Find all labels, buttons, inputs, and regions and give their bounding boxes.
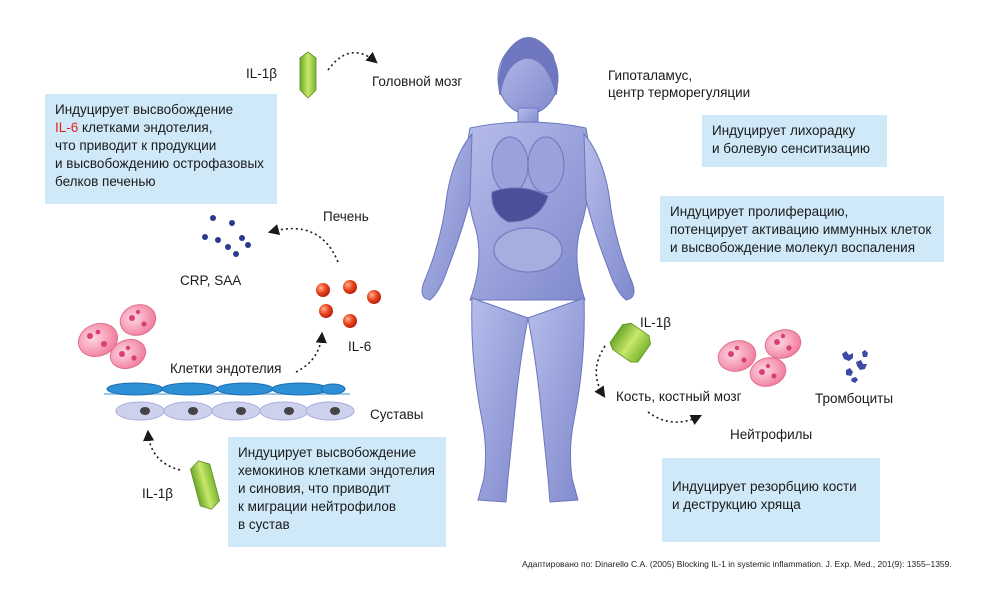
proliferation-line3: и высвобождение молекул воспаления — [670, 240, 916, 255]
endothelium-il6-line5: белков печенью — [55, 174, 156, 189]
synovial-cell-layer — [115, 401, 355, 421]
proliferation-line2: потенцирует активацию иммунных клеток — [670, 222, 932, 237]
fever-line1: Индуцирует лихорадку — [712, 123, 856, 138]
bone-line1: Индуцирует резорбцию кости — [672, 479, 857, 494]
endothelial-cell-layer — [104, 382, 350, 396]
brain-label: Головной мозг — [372, 74, 463, 89]
endothelium-il6-line3: что приводит к продукции — [55, 138, 217, 153]
endothelium-il6-line1: Индуцирует высвобождение — [55, 102, 234, 117]
proliferation-box: Индуцирует пролиферацию, потенцирует акт… — [660, 196, 944, 262]
chemokines-box: Индуцирует высвобождение хемокинов клетк… — [228, 437, 446, 547]
chemokines-line2: хемокинов клетками эндотелия — [238, 463, 435, 478]
crp-saa-label: CRP, SAA — [180, 273, 242, 288]
arrow-endothelium-to-il6 — [295, 331, 327, 373]
il1b-crystal-icon — [609, 322, 651, 363]
endothelium-il6-box: Индуцирует высвобождение IL-6 клетками э… — [45, 94, 277, 204]
il6-highlight: IL-6 — [55, 120, 79, 135]
il6-particles — [316, 280, 381, 328]
bone-box: Индуцирует резорбцию кости и деструкцию … — [662, 458, 880, 542]
il1b-label-right: IL-1β — [640, 315, 672, 330]
neutrophils-label: Нейтрофилы — [730, 427, 813, 442]
il6-label: IL-6 — [348, 339, 372, 354]
endothelium-il6-line2: IL-6 клетками эндотелия, — [55, 119, 267, 137]
hypothalamus-label: Гипоталамус, центр терморегуляции — [608, 67, 750, 101]
chemokines-line5: в сустав — [238, 517, 290, 532]
il1b-label-top: IL-1β — [246, 66, 278, 81]
fever-line2: и болевую сенситизацию — [712, 141, 870, 156]
crp-saa-molecules — [202, 215, 251, 257]
arrow-il1b-to-bone — [594, 345, 606, 398]
il1b-crystal-icon — [189, 460, 221, 510]
chemokines-line4: к миграции нейтрофилов — [238, 499, 397, 514]
endothelium-il6-line2-rest: клетками эндотелия, — [78, 120, 213, 135]
hypothalamus-label-line1: Гипоталамус, — [608, 68, 693, 83]
platelet-cells — [842, 350, 868, 383]
chemokines-line3: и синовия, что приводит — [238, 481, 391, 496]
bone-marrow-label: Кость, костный мозг — [616, 389, 742, 404]
endothelial-cells-label: Клетки эндотелия — [170, 361, 282, 376]
il1b-crystal-icon — [299, 51, 317, 99]
hypothalamus-label-line2: центр терморегуляции — [608, 85, 751, 100]
arrow-il1b-to-joints — [143, 429, 181, 471]
neutrophil-cells-left — [77, 304, 157, 370]
joints-label: Суставы — [370, 407, 424, 422]
chemokines-line1: Индуцирует высвобождение — [238, 445, 417, 460]
proliferation-line1: Индуцирует пролиферацию, — [670, 204, 849, 219]
il1b-label-bottom-left: IL-1β — [142, 486, 174, 501]
fever-box: Индуцирует лихорадку и болевую сенситиза… — [702, 115, 887, 167]
arrow-liver-to-crp — [267, 224, 339, 263]
endothelium-il6-line4: и высвобождению острофазовых — [55, 156, 264, 171]
human-body-figure — [421, 37, 635, 503]
platelets-label: Тромбоциты — [815, 391, 894, 406]
bone-line2: и деструкцию хряща — [672, 497, 801, 512]
liver-label: Печень — [323, 209, 369, 224]
arrow-to-brain — [327, 51, 378, 71]
source-credit: Адаптировано по: Dinarello C.A. (2005) B… — [522, 559, 952, 569]
arrow-bone-to-neutrophils — [647, 411, 703, 426]
neutrophil-cells-right — [717, 329, 802, 387]
